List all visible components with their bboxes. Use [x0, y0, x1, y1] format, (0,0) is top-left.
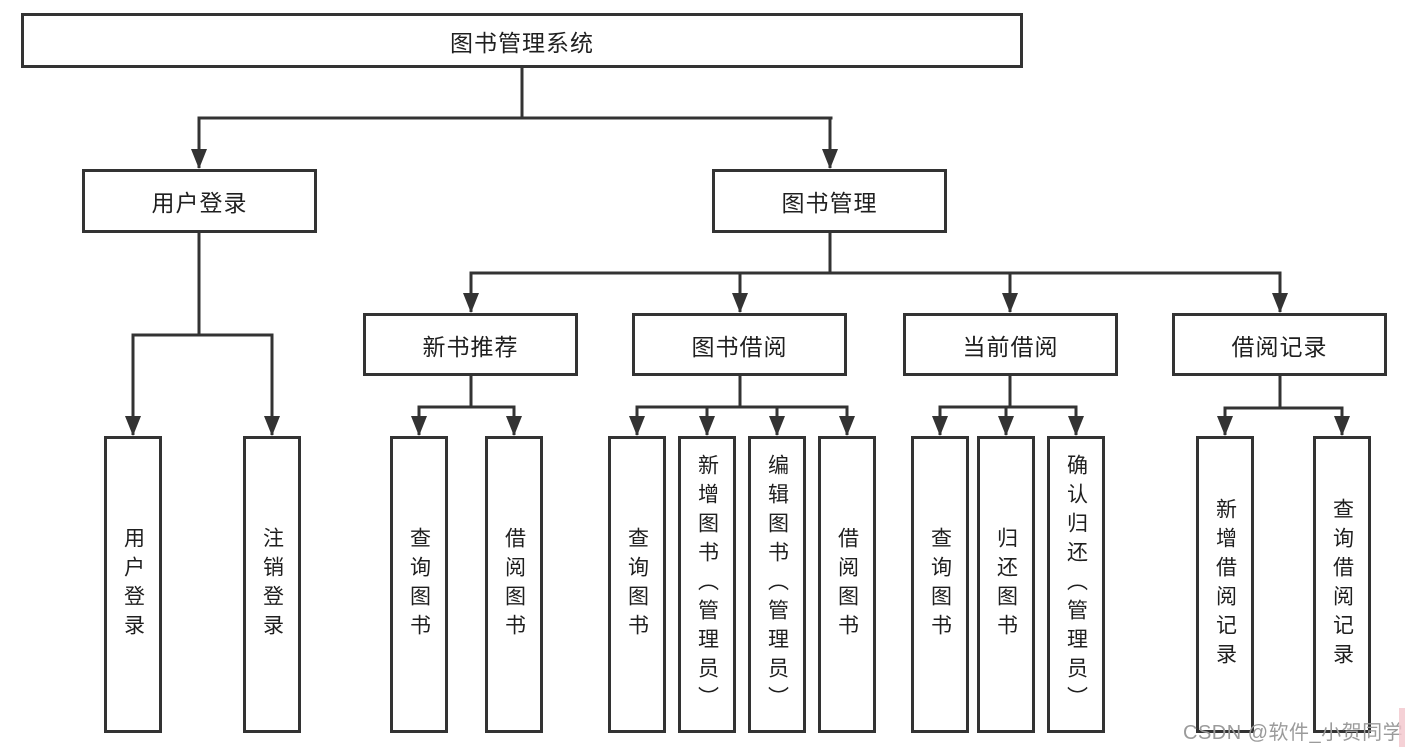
leaf-confirm-return-admin-label: 确认归还（管理员） — [1064, 454, 1088, 715]
leaf-edit-books-admin-label: 编辑图书（管理员） — [765, 454, 789, 715]
leaf-add-borrow-record-label: 新增借阅记录 — [1213, 497, 1237, 672]
leaf-borrow-books-label: 借阅图书 — [835, 526, 859, 643]
node-current-borrowing: 当前借阅 — [903, 313, 1118, 376]
connector-borrow-record-children — [1217, 376, 1350, 436]
leaf-logout-label: 注销登录 — [260, 526, 284, 643]
leaf-query-books-recommend: 查询图书 — [390, 436, 448, 733]
leaf-logout: 注销登录 — [243, 436, 301, 733]
node-borrowing-records-label: 借阅记录 — [1231, 333, 1328, 360]
leaf-user-login: 用户登录 — [104, 436, 162, 733]
connector-user-login-children — [125, 233, 280, 436]
leaf-query-books-borrow-label: 查询图书 — [625, 526, 649, 643]
node-root-system: 图书管理系统 — [21, 13, 1023, 68]
leaf-query-borrow-record-label: 查询借阅记录 — [1330, 497, 1354, 672]
connector-current-borrow-children — [932, 376, 1084, 436]
node-new-book-recommend: 新书推荐 — [363, 313, 578, 376]
node-user-login: 用户登录 — [82, 169, 317, 233]
node-current-borrowing-label: 当前借阅 — [962, 333, 1059, 360]
node-book-borrowing-label: 图书借阅 — [691, 333, 788, 360]
node-borrowing-records: 借阅记录 — [1172, 313, 1387, 376]
connector-root-to-level2 — [191, 68, 838, 169]
leaf-confirm-return-admin: 确认归还（管理员） — [1047, 436, 1105, 733]
leaf-add-books-admin: 新增图书（管理员） — [678, 436, 736, 733]
leaf-add-borrow-record: 新增借阅记录 — [1196, 436, 1254, 733]
node-book-management-label: 图书管理 — [781, 190, 878, 216]
leaf-return-books: 归还图书 — [977, 436, 1035, 733]
leaf-borrow-books-recommend: 借阅图书 — [485, 436, 543, 733]
leaf-add-books-admin-label: 新增图书（管理员） — [695, 454, 719, 715]
node-book-management: 图书管理 — [712, 169, 947, 233]
watermark-text: CSDN @软件_小贺同学 — [1183, 722, 1404, 744]
leaf-query-books-recommend-label: 查询图书 — [407, 526, 431, 643]
node-root-system-label: 图书管理系统 — [450, 29, 594, 56]
leaf-user-login-label: 用户登录 — [121, 526, 145, 643]
leaf-borrow-books: 借阅图书 — [818, 436, 876, 733]
leaf-query-books-current-label: 查询图书 — [928, 526, 952, 643]
connector-new-book-children — [411, 376, 522, 436]
leaf-borrow-books-recommend-label: 借阅图书 — [502, 526, 526, 643]
leaf-edit-books-admin: 编辑图书（管理员） — [748, 436, 806, 733]
connector-book-borrow-children — [629, 376, 855, 436]
node-user-login-label: 用户登录 — [151, 190, 248, 216]
edge-artifact-strip — [1399, 708, 1405, 747]
node-book-borrowing: 图书借阅 — [632, 313, 847, 376]
node-new-book-recommend-label: 新书推荐 — [422, 333, 519, 360]
leaf-query-books-borrow: 查询图书 — [608, 436, 666, 733]
connector-book-mgmt-children — [463, 233, 1288, 313]
leaf-return-books-label: 归还图书 — [994, 526, 1018, 643]
leaf-query-books-current: 查询图书 — [911, 436, 969, 733]
leaf-query-borrow-record: 查询借阅记录 — [1313, 436, 1371, 733]
